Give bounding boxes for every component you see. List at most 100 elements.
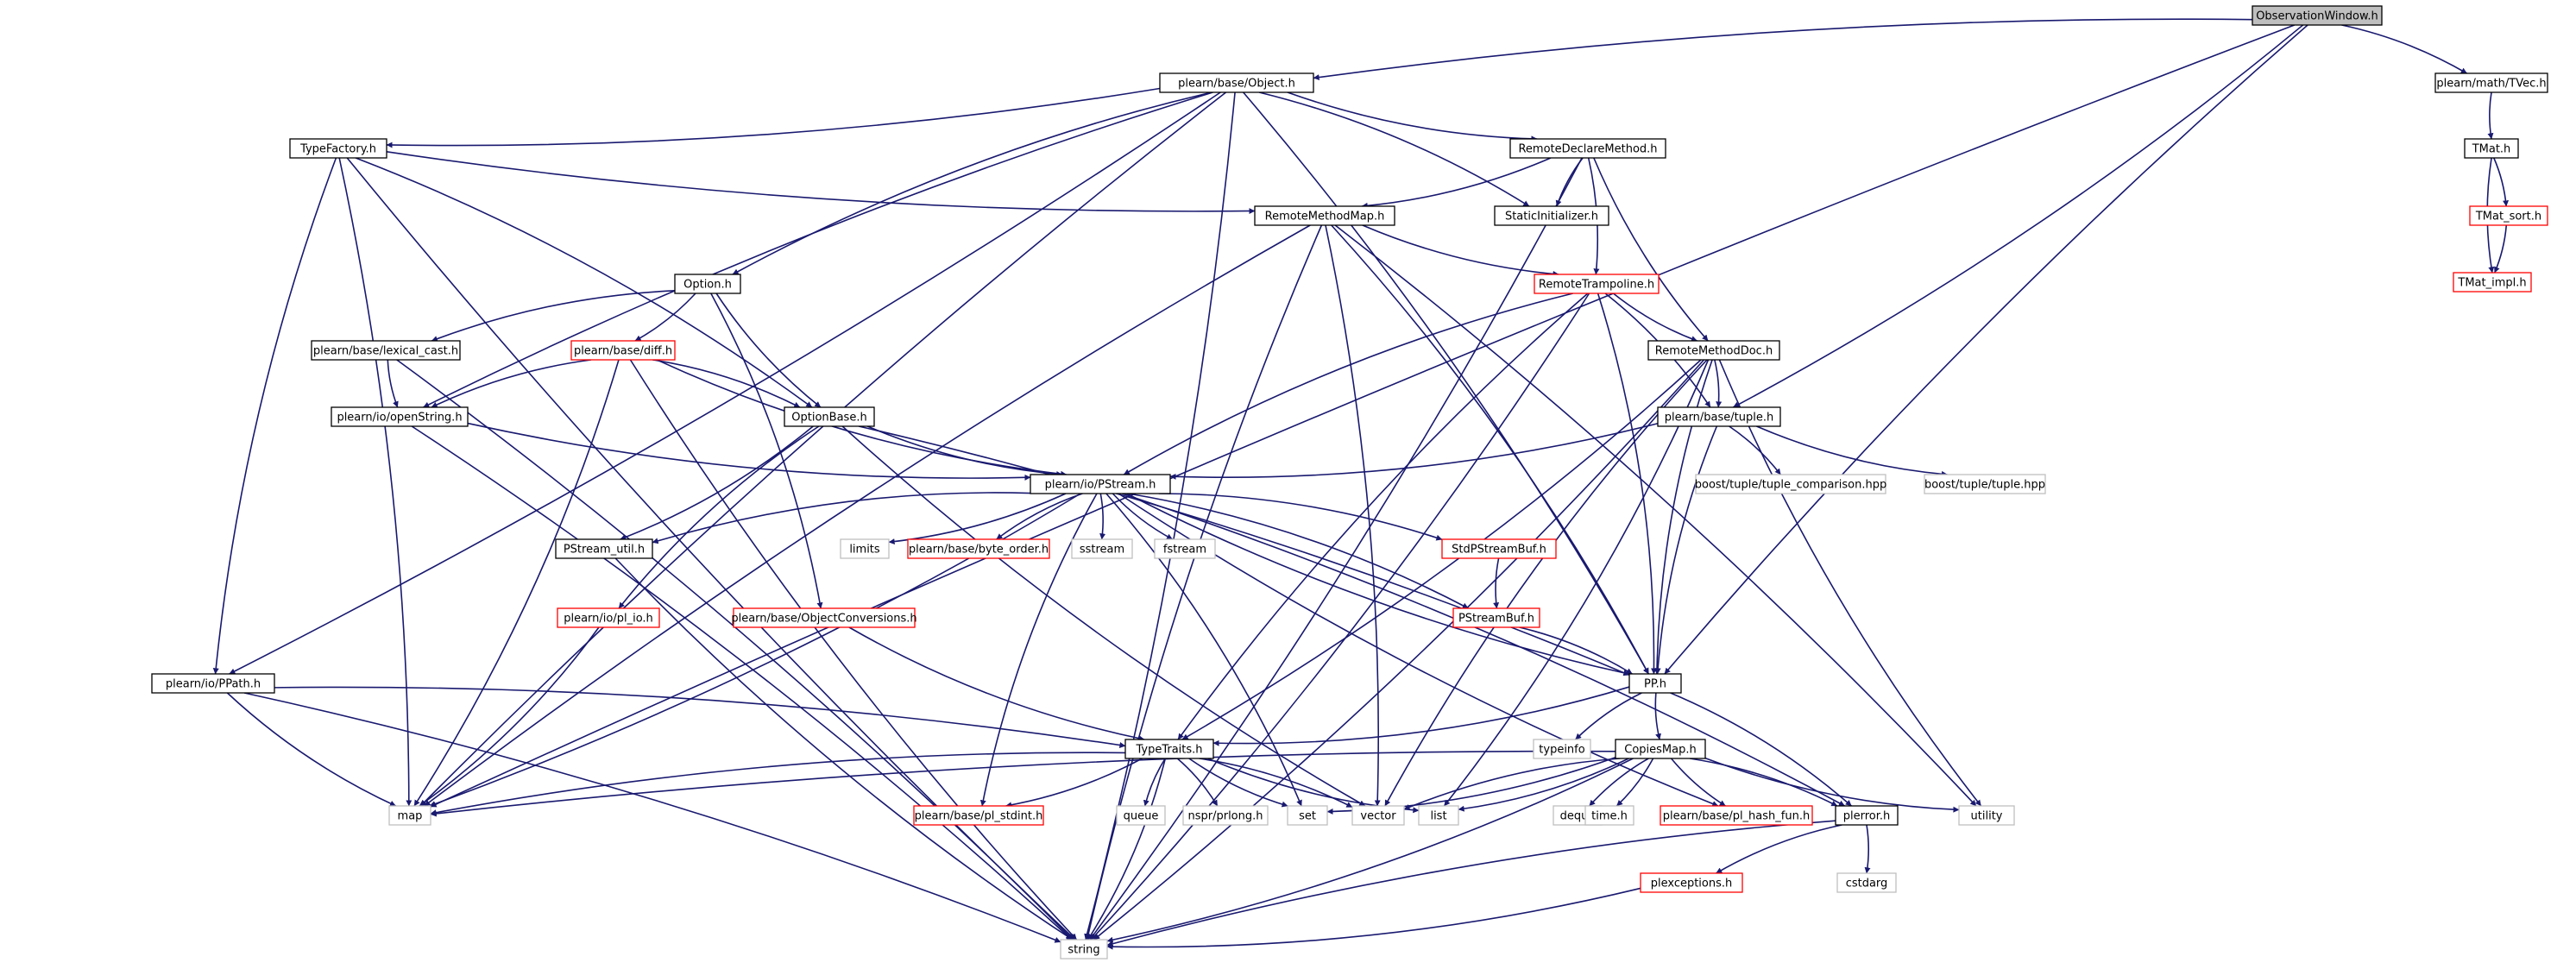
edge-PStream-to-fstream <box>1112 493 1174 540</box>
node-plerror[interactable]: plerror.h <box>1835 805 1899 826</box>
node-pl_stdint[interactable]: plearn/base/pl_stdint.h <box>913 805 1044 826</box>
node-box <box>1441 538 1557 559</box>
edge-CopiesMap-to-deque <box>1589 758 1649 807</box>
node-PStream[interactable]: plearn/io/PStream.h <box>1030 474 1171 494</box>
node-box <box>1615 739 1706 759</box>
node-tuple[interactable]: plearn/base/tuple.h <box>1657 406 1781 427</box>
node-label: RemoteDeclareMethod.h <box>1518 143 1657 156</box>
edge-Option-to-ObjectConversions <box>710 293 823 609</box>
node-label: string <box>1068 944 1099 957</box>
edge-Object-to-PPath <box>229 91 1221 675</box>
node-plexceptions[interactable]: plexceptions.h <box>1640 872 1743 893</box>
node-label: fstream <box>1163 544 1206 557</box>
edge-OptionBase-to-PP <box>858 425 1630 676</box>
node-diff[interactable]: plearn/base/diff.h <box>570 340 676 361</box>
node-label: plearn/base/pl_stdint.h <box>915 810 1043 823</box>
node-pl_io[interactable]: plearn/io/pl_io.h <box>557 607 660 628</box>
node-label: sstream <box>1080 544 1124 557</box>
node-pl_hash_fun[interactable]: plearn/base/pl_hash_fun.h <box>1660 805 1813 826</box>
edge-TVec-to-TMat <box>2487 91 2494 140</box>
node-label: Option.h <box>683 279 732 292</box>
node-RemoteDeclareMethod[interactable]: RemoteDeclareMethod.h <box>1509 138 1666 159</box>
node-byte_order[interactable]: plearn/base/byte_order.h <box>907 538 1050 559</box>
node-map: map <box>388 805 431 826</box>
edge-TypeFactory-to-OptionBase <box>355 157 813 408</box>
node-label: RemoteTrampoline.h <box>1539 279 1654 292</box>
node-TMat_sort[interactable]: TMat_sort.h <box>2469 205 2548 226</box>
node-TypeFactory[interactable]: TypeFactory.h <box>289 138 387 159</box>
edge-PPath-to-TypeTraits <box>274 686 1126 748</box>
edge-PStream-to-sstream <box>1099 493 1106 540</box>
edge-Object-to-Option <box>732 91 1212 275</box>
node-label: TypeTraits.h <box>1135 744 1202 757</box>
node-box <box>555 538 653 559</box>
edge-OptionBase-to-PStream_util <box>620 425 814 540</box>
node-RemoteMethodMap[interactable]: RemoteMethodMap.h <box>1254 205 1395 226</box>
edges-layer <box>212 18 2510 950</box>
node-prlong: nspr/prlong.h <box>1182 805 1269 826</box>
node-Option[interactable]: Option.h <box>674 274 741 294</box>
node-lexical_cast[interactable]: plearn/base/lexical_cast.h <box>311 340 461 361</box>
node-OptionBase[interactable]: OptionBase.h <box>784 406 875 427</box>
node-RemoteTrampoline[interactable]: RemoteTrampoline.h <box>1534 274 1660 294</box>
edge-CopiesMap-to-map <box>430 750 1616 817</box>
node-RemoteMethodDoc[interactable]: RemoteMethodDoc.h <box>1647 340 1780 361</box>
node-box <box>570 340 676 361</box>
node-PPath[interactable]: plearn/io/PPath.h <box>151 673 275 694</box>
edge-CopiesMap-to-vector <box>1403 758 1621 810</box>
node-box <box>1836 872 1897 893</box>
node-cstdarg: cstdarg <box>1836 872 1897 893</box>
edge-RemoteMethodMap-to-utility <box>1334 224 1977 807</box>
node-CopiesMap[interactable]: CopiesMap.h <box>1615 739 1706 759</box>
node-TypeTraits[interactable]: TypeTraits.h <box>1124 739 1214 759</box>
node-box <box>1254 205 1395 226</box>
edge-diff-to-PStream <box>656 359 1068 477</box>
node-label: plearn/math/TVec.h <box>2436 78 2546 91</box>
node-PStreamBuf[interactable]: PStreamBuf.h <box>1452 607 1540 628</box>
node-TMat[interactable]: TMat.h <box>2464 138 2519 159</box>
node-label: plearn/io/pl_io.h <box>564 613 653 626</box>
node-box <box>1534 274 1660 294</box>
node-box <box>1657 406 1781 427</box>
node-TMat_impl[interactable]: TMat_impl.h <box>2453 272 2532 293</box>
edge-Object-to-TypeFactory <box>386 87 1161 148</box>
edge-PStream-to-plerror <box>1122 493 1845 807</box>
node-openString[interactable]: plearn/io/openString.h <box>331 406 469 427</box>
node-box <box>1124 739 1214 759</box>
node-ObservationWindow[interactable]: ObservationWindow.h <box>2252 5 2383 26</box>
edge-PStream-to-PStreamBuf <box>1128 493 1469 609</box>
node-Object[interactable]: plearn/base/Object.h <box>1159 72 1314 93</box>
node-box <box>289 138 387 159</box>
node-box <box>1494 205 1609 226</box>
node-label: PP.h <box>1644 678 1666 691</box>
node-label: TypeFactory.h <box>299 143 376 156</box>
edge-diff-to-map <box>413 359 620 807</box>
node-box <box>907 538 1050 559</box>
node-StaticInitializer[interactable]: StaticInitializer.h <box>1494 205 1609 226</box>
node-box <box>1924 474 2046 494</box>
edge-plerror-to-cstdarg <box>1864 824 1871 874</box>
node-box <box>1287 805 1328 826</box>
node-label: plearn/io/PPath.h <box>166 678 261 691</box>
edge-plerror-to-string <box>1106 820 1836 947</box>
node-PP[interactable]: PP.h <box>1628 673 1682 694</box>
node-label: StaticInitializer.h <box>1505 211 1598 223</box>
edge-diff-to-OptionBase <box>652 359 801 408</box>
node-TVec[interactable]: plearn/math/TVec.h <box>2434 72 2548 93</box>
node-label: list <box>1430 810 1446 823</box>
node-box <box>1418 805 1459 826</box>
node-box <box>1509 138 1666 159</box>
node-box <box>784 406 875 427</box>
node-ObjectConversions[interactable]: plearn/base/ObjectConversions.h <box>731 607 917 628</box>
edge-Option-to-OptionBase <box>715 293 822 408</box>
node-StdPStreamBuf[interactable]: StdPStreamBuf.h <box>1441 538 1557 559</box>
edge-TypeTraits-to-pl_stdint <box>1005 758 1143 809</box>
edge-CopiesMap-to-pl_hash_fun <box>1670 758 1726 807</box>
node-PStream_util[interactable]: PStream_util.h <box>555 538 653 559</box>
node-box <box>2252 5 2383 26</box>
node-label: StdPStreamBuf.h <box>1452 544 1546 557</box>
edge-CopiesMap-to-plerror <box>1690 758 1838 807</box>
node-label: ObservationWindow.h <box>2256 10 2378 23</box>
edge-RemoteDeclareMethod-to-RemoteMethodDoc <box>1593 157 1709 342</box>
